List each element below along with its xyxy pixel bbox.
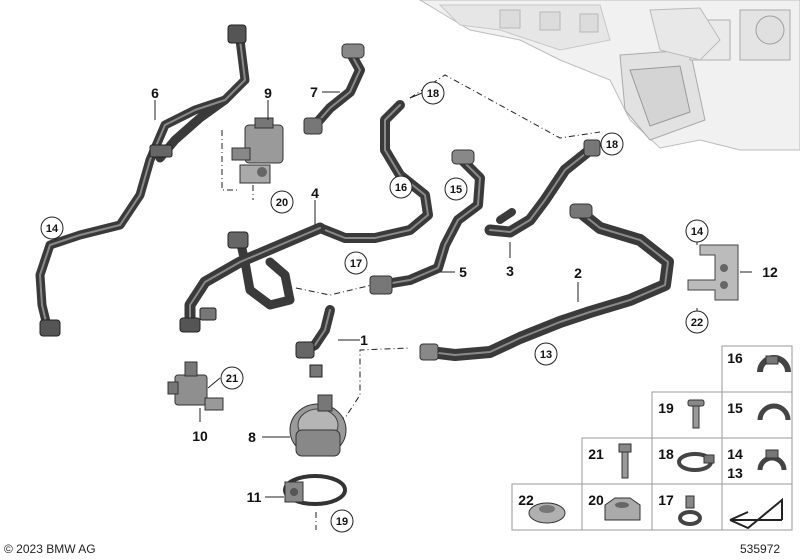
callout-22: 22 [685, 310, 709, 334]
callout-15: 15 [444, 177, 468, 201]
grid-label: 16 [727, 350, 743, 366]
hose-2 [419, 203, 674, 361]
callout-11: 11 [247, 489, 262, 505]
callout-label: 20 [276, 197, 288, 209]
callout-14-left: 14 [40, 216, 64, 240]
callout-label: 14 [691, 226, 704, 238]
callout-3: 3 [506, 263, 514, 279]
grid-label: 14 [727, 446, 743, 462]
callout-4: 4 [311, 185, 319, 201]
grid-cell-19 [651, 391, 723, 439]
grid-label: 13 [727, 465, 743, 481]
callout-label: 18 [427, 88, 439, 100]
callout-13: 13 [534, 342, 558, 366]
clamp-15-icon [757, 403, 791, 421]
callout-label: 21 [226, 373, 238, 385]
callout-17: 17 [344, 251, 368, 275]
callout-12: 12 [762, 264, 778, 280]
grid-label: 21 [588, 446, 604, 462]
bolt-21-icon [618, 443, 632, 453]
nut-20-icon [604, 497, 641, 521]
callout-18-right: 18 [600, 132, 624, 156]
callout-label: 15 [450, 184, 462, 196]
hose-7 [303, 43, 365, 135]
bracket-12 [687, 244, 739, 301]
hose-3 [484, 139, 601, 238]
callout-label: 16 [395, 182, 407, 194]
copyright-notice: © 2023 BMW AG [4, 542, 96, 556]
callout-1: 1 [360, 332, 368, 348]
grid-label: 18 [658, 446, 674, 462]
callout-6: 6 [151, 85, 159, 101]
callout-16: 16 [389, 175, 413, 199]
grid-label: 20 [588, 492, 604, 508]
callout-label: 18 [606, 139, 618, 151]
grid-label: 19 [658, 400, 674, 416]
clamp-11 [283, 474, 347, 506]
hose-15 [369, 149, 485, 295]
pump-8 [289, 394, 347, 457]
grid-label: 22 [518, 492, 534, 508]
callout-label: 22 [691, 317, 703, 329]
grid-cell-15 [721, 391, 793, 439]
direction-arrow-icon [729, 497, 783, 530]
clip-17-icon [685, 495, 695, 509]
callout-label: 14 [46, 223, 59, 235]
callout-2: 2 [574, 265, 582, 281]
hose-6 [35, 24, 250, 337]
callout-label: 13 [540, 349, 552, 361]
callout-21: 21 [220, 366, 244, 390]
grid-cell-21 [581, 437, 653, 485]
diagram-number: 535972 [740, 542, 781, 556]
callout-label: 19 [336, 516, 348, 528]
callout-19: 19 [330, 509, 354, 533]
callout-9: 9 [264, 85, 272, 101]
callout-label: 17 [350, 258, 362, 270]
callout-18-top: 18 [421, 81, 445, 105]
small-parts-grid: 16 19 15 21 18 14 13 22 20 17 [511, 345, 793, 531]
engine-assembly [419, 0, 800, 151]
callout-10: 10 [192, 428, 208, 444]
callout-5: 5 [459, 264, 467, 280]
callout-20: 20 [270, 190, 294, 214]
valve-10 [167, 361, 224, 411]
hose-4 [179, 222, 326, 333]
screw-19-icon [687, 399, 705, 407]
hose-16 [315, 100, 433, 243]
hose-1 [295, 305, 335, 378]
grid-cell-16 [721, 345, 793, 393]
grid-label: 17 [658, 492, 674, 508]
callout-14-bracket: 14 [685, 219, 709, 243]
callout-7: 7 [310, 84, 318, 100]
grid-label: 15 [727, 400, 743, 416]
callout-8: 8 [248, 429, 256, 445]
valve-9 [231, 117, 284, 184]
